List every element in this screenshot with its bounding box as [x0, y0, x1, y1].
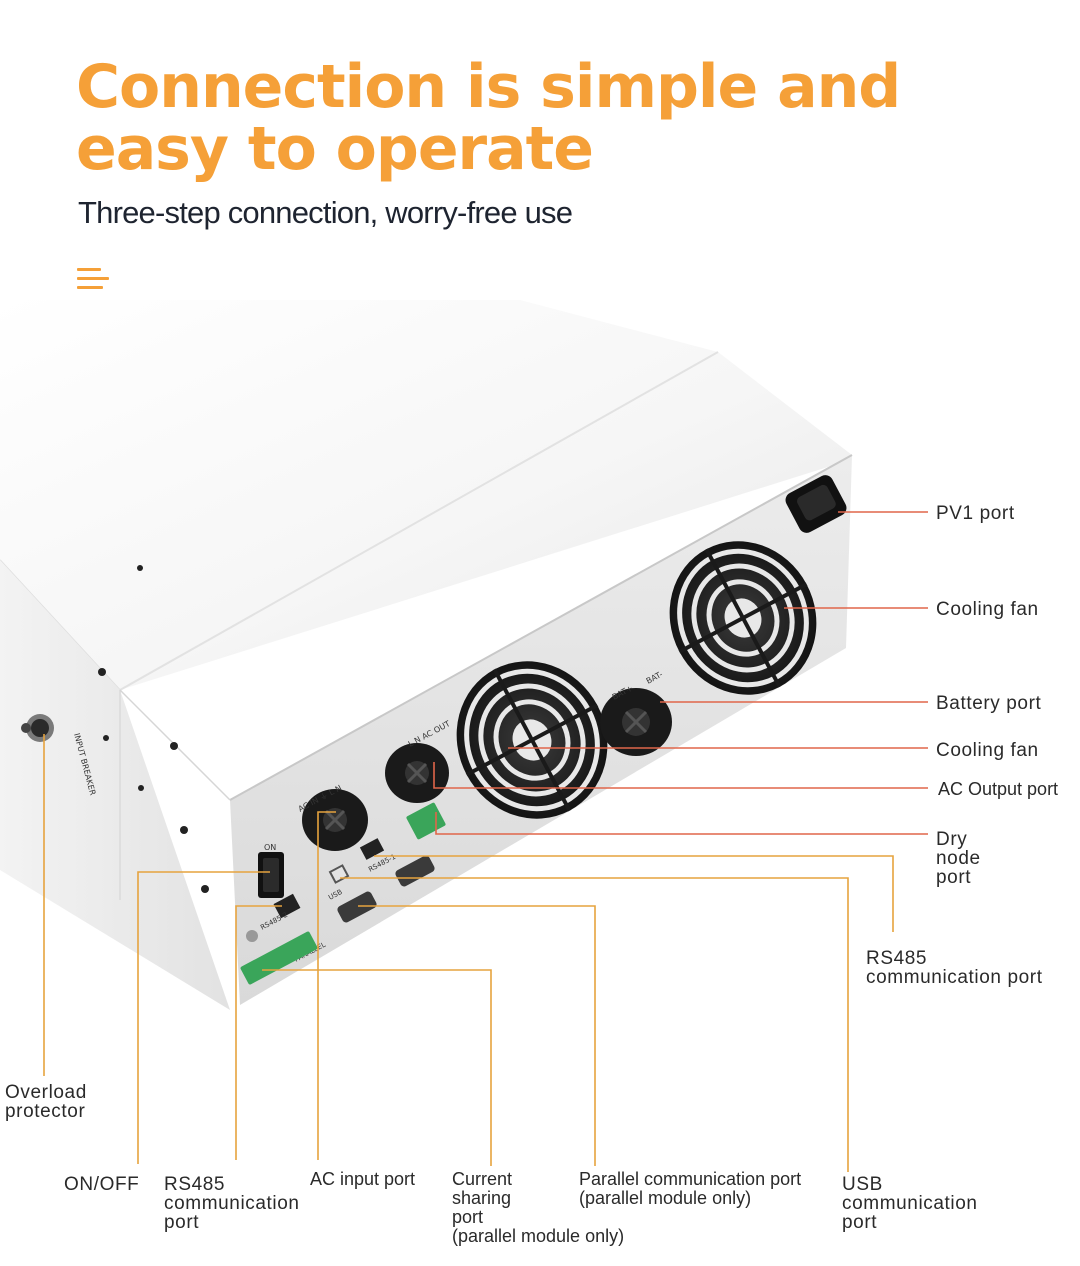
pv1-port-graphic — [785, 475, 847, 533]
rs485-1-jack-graphic — [359, 838, 385, 860]
page-title: Connection is simple and easy to operate — [76, 52, 901, 184]
cooling-fan-right-graphic — [669, 541, 817, 695]
label-cooling-fan-1: Cooling fan — [936, 599, 1039, 620]
ground-screw-graphic — [246, 930, 258, 942]
label-ac-output-port: AC Output port — [938, 779, 1059, 799]
label-pv1-port: PV1 port — [936, 503, 1015, 524]
ac-output-graphic: L N AC OUT — [385, 719, 452, 803]
label-usb-comm-port: USB communication port — [842, 1174, 978, 1233]
on-mark: ON — [264, 843, 276, 852]
label-ac-input-port: AC input port — [310, 1169, 416, 1189]
label-parallel-comm-port: Parallel communication port (parallel mo… — [579, 1169, 802, 1208]
label-dry-node-port: Dry node port — [936, 829, 981, 888]
label-cooling-fan-2: Cooling fan — [936, 740, 1039, 761]
menu-icon — [77, 268, 109, 292]
label-rs485-comm-right: RS485 communication port — [866, 948, 1043, 988]
label-overload-protector: Overload protector — [5, 1082, 87, 1122]
label-rs485-comm-bottom: RS485 communication port — [164, 1174, 300, 1233]
label-battery-port: Battery port — [936, 693, 1042, 714]
label-on-off: ON/OFF — [64, 1174, 140, 1195]
label-current-sharing-port: Current sharing port (parallel module on… — [452, 1169, 625, 1246]
page-subtitle: Three-step connection, worry-free use — [78, 195, 573, 230]
